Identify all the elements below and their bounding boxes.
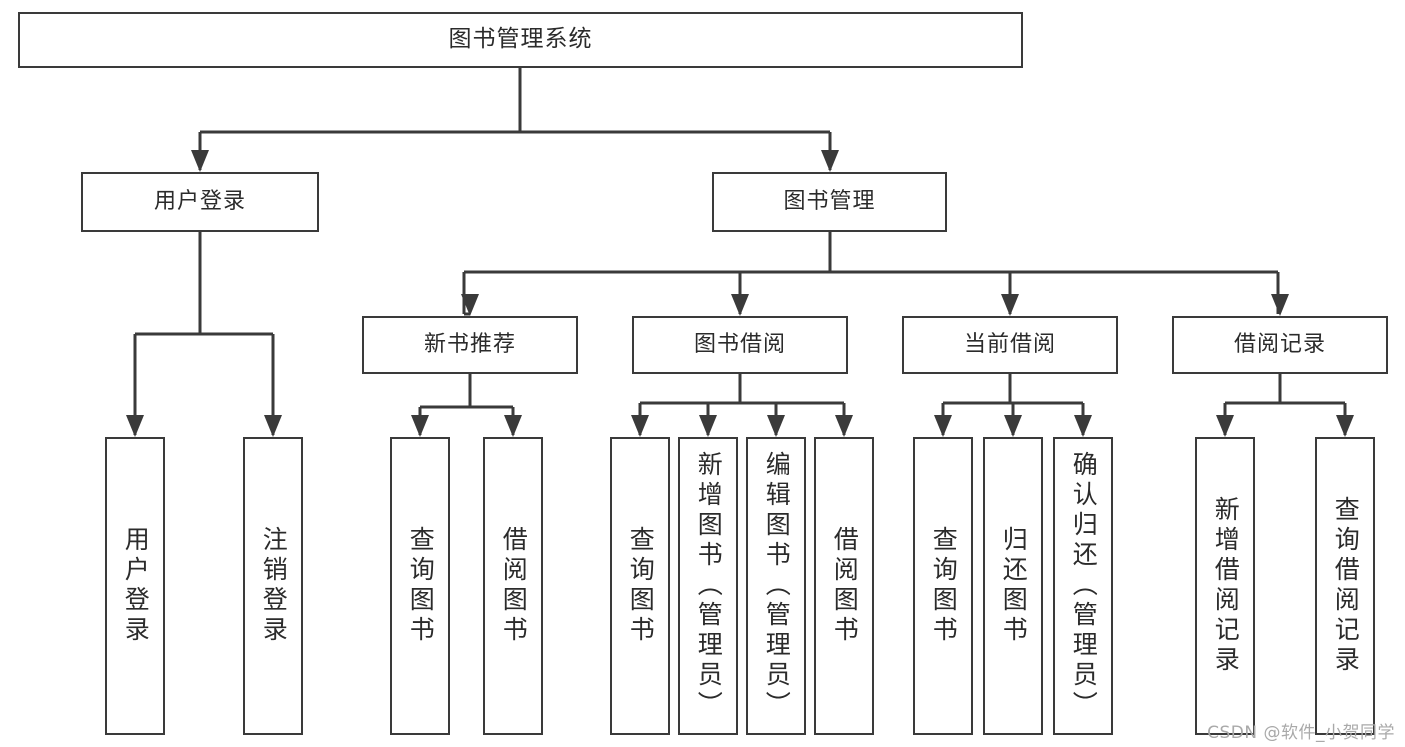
node-label: 图书管理系统 (448, 26, 593, 53)
watermark-text: CSDN @软件_小贺同学 (1207, 723, 1395, 743)
node-leaf1[interactable]: 用户登录 (105, 437, 165, 735)
node-leaf13[interactable]: 查询借阅记录 (1315, 437, 1375, 735)
node-label: 注销登录 (259, 526, 289, 646)
node-label: 借阅图书 (830, 526, 860, 646)
arrow-head (461, 294, 479, 316)
node-label: 新增借阅记录 (1211, 496, 1241, 676)
node-label: 新书推荐 (423, 332, 516, 358)
node-leaf11[interactable]: 确认归还（管理员） (1053, 437, 1113, 735)
node-leaf3[interactable]: 查询图书 (390, 437, 450, 735)
node-label: 查询图书 (626, 526, 656, 646)
node-label: 图书管理 (783, 189, 876, 215)
node-leaf7[interactable]: 编辑图书（管理员） (746, 437, 806, 735)
arrow-head (699, 415, 717, 437)
node-newbook[interactable]: 新书推荐 (362, 316, 578, 374)
node-label: 新增图书（管理员） (694, 451, 724, 721)
arrow-head (1216, 415, 1234, 437)
node-leaf8[interactable]: 借阅图书 (814, 437, 874, 735)
arrow-head (264, 415, 282, 437)
node-label: 归还图书 (999, 526, 1029, 646)
node-bookmgmt[interactable]: 图书管理 (712, 172, 947, 232)
node-leaf2[interactable]: 注销登录 (243, 437, 303, 735)
node-records[interactable]: 借阅记录 (1172, 316, 1388, 374)
arrow-head (1336, 415, 1354, 437)
arrow-head (126, 415, 144, 437)
node-current[interactable]: 当前借阅 (902, 316, 1118, 374)
node-label: 查询借阅记录 (1331, 496, 1361, 676)
node-login[interactable]: 用户登录 (81, 172, 319, 232)
arrow-head (411, 415, 429, 437)
arrow-head (835, 415, 853, 437)
arrow-head (1271, 294, 1289, 316)
arrow-head (631, 415, 649, 437)
node-label: 当前借阅 (963, 332, 1056, 358)
node-label: 借阅图书 (499, 526, 529, 646)
node-label: 用户登录 (121, 526, 151, 646)
arrow-head (1004, 415, 1022, 437)
node-borrow[interactable]: 图书借阅 (632, 316, 848, 374)
node-root[interactable]: 图书管理系统 (18, 12, 1023, 68)
node-label: 查询图书 (406, 526, 436, 646)
arrow-head (1074, 415, 1092, 437)
arrow-head (504, 415, 522, 437)
arrow-head (821, 150, 839, 172)
node-leaf9[interactable]: 查询图书 (913, 437, 973, 735)
arrow-head (934, 415, 952, 437)
node-leaf12[interactable]: 新增借阅记录 (1195, 437, 1255, 735)
arrow-head (1001, 294, 1019, 316)
node-leaf5[interactable]: 查询图书 (610, 437, 670, 735)
node-label: 查询图书 (929, 526, 959, 646)
node-leaf10[interactable]: 归还图书 (983, 437, 1043, 735)
node-leaf6[interactable]: 新增图书（管理员） (678, 437, 738, 735)
node-label: 确认归还（管理员） (1069, 451, 1099, 721)
arrow-head (767, 415, 785, 437)
node-leaf4[interactable]: 借阅图书 (483, 437, 543, 735)
arrow-head (191, 150, 209, 172)
node-label: 用户登录 (153, 189, 246, 215)
arrow-head (731, 294, 749, 316)
node-label: 编辑图书（管理员） (762, 451, 792, 721)
node-label: 借阅记录 (1233, 332, 1326, 358)
node-label: 图书借阅 (693, 332, 786, 358)
